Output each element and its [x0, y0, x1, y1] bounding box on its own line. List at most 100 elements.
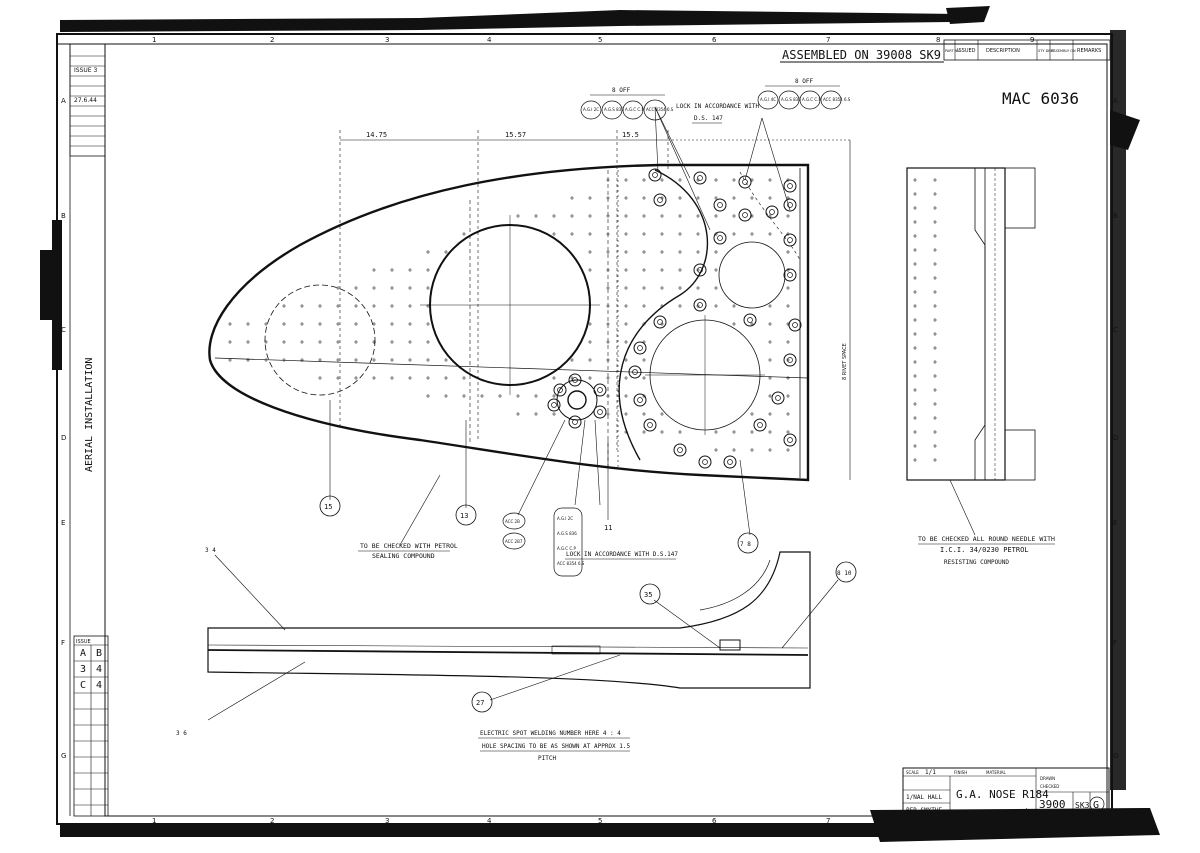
left-note-1: ISSUE 3	[74, 67, 97, 74]
rivet-mark	[678, 232, 682, 236]
rivet-mark	[336, 322, 340, 326]
rivet-mark	[354, 376, 358, 380]
approved-name: 1/NAL HALL	[906, 794, 943, 801]
rivet-mark	[696, 214, 700, 218]
balloon-3-4-label: 3 4	[205, 547, 216, 554]
bolt-item: ACC 8354 6.S	[823, 97, 851, 102]
grid-col-label: 6	[712, 36, 717, 44]
rivet-mark	[246, 322, 250, 326]
rivet-mark	[552, 214, 556, 218]
rivet-mark	[768, 322, 772, 326]
issue-cell: 4	[96, 680, 102, 691]
rivet-mark	[588, 322, 592, 326]
material-label: MATERIAL	[986, 770, 1007, 775]
grid-row-label: D	[1113, 434, 1118, 442]
bolt-hole	[572, 377, 578, 383]
side-rivet	[913, 290, 917, 294]
balloon-7-8	[737, 532, 759, 554]
side-rivet	[933, 360, 937, 364]
bolt-hole	[657, 197, 663, 203]
bolt-head	[771, 391, 785, 405]
rivet-mark	[372, 304, 376, 308]
balloon-3-6-label: 3 6	[176, 730, 187, 737]
bolt-hole	[557, 387, 563, 393]
rivet-mark	[768, 412, 772, 416]
bolt-hole	[717, 202, 723, 208]
bolt-head	[593, 405, 607, 419]
drawing-number-block: 3900	[1039, 798, 1066, 811]
bolt-hole	[757, 422, 763, 428]
rivet-mark	[642, 178, 646, 182]
section-view	[207, 551, 811, 689]
side-rivet	[913, 430, 917, 434]
grid-col-label: 4	[487, 817, 492, 825]
bottom-note-line-2: HOLE SPACING TO BE AS SHOWN AT APPROX 1.…	[482, 743, 630, 750]
bolt-head	[723, 455, 737, 469]
rivet-mark	[678, 430, 682, 434]
side-elevation-view	[906, 167, 1036, 481]
rivet-mark	[408, 322, 412, 326]
rivet-mark	[660, 412, 664, 416]
bolt-hole	[702, 459, 708, 465]
balloon-13	[455, 504, 477, 526]
rivet-mark	[642, 286, 646, 290]
bolt-hole	[637, 397, 643, 403]
balloon-27-label: 27	[476, 699, 484, 707]
bolt-hole	[551, 402, 557, 408]
bottom-note-line-3: PITCH	[538, 755, 556, 762]
issue-cell: A	[80, 648, 86, 659]
rivet-mark	[660, 232, 664, 236]
mid-stack-item: A.G.I 2C	[557, 516, 573, 521]
rivet-mark	[390, 358, 394, 362]
side-rivet-marks	[913, 178, 937, 462]
side-rivet	[913, 304, 917, 308]
rivet-mark	[318, 358, 322, 362]
bolt-head	[643, 418, 657, 432]
rivet-mark	[498, 394, 502, 398]
rivet-mark	[678, 214, 682, 218]
side-rivet	[913, 444, 917, 448]
bolt-head	[738, 208, 752, 222]
bolt-callout-right: 8 OFF A.G.I 4C A.G.S 836 A.G.C C.P ACC 8…	[757, 78, 851, 110]
grid-col-label: 1	[152, 817, 156, 825]
rivet-mark	[408, 304, 412, 308]
bolt-head	[568, 415, 582, 429]
balloon-7-8-label: 7 8	[740, 541, 751, 548]
grid-col-label: 3	[385, 36, 389, 44]
bolt-hole	[572, 419, 578, 425]
rivet-mark	[678, 268, 682, 272]
rivet-mark	[336, 340, 340, 344]
rivet-mark	[336, 286, 340, 290]
side-rivet	[913, 388, 917, 392]
rivet-mark	[588, 358, 592, 362]
mid-left-item: ACC 2B7	[505, 539, 523, 544]
bolt-hole	[657, 319, 663, 325]
left-note-line-1: TO BE CHECKED WITH PETROL	[360, 542, 458, 550]
rivet-mark	[642, 304, 646, 308]
rivet-mark	[372, 358, 376, 362]
bolt-hole	[697, 267, 703, 273]
rivet-mark	[624, 304, 628, 308]
bolt-hole	[697, 302, 703, 308]
balloon-15-label: 15	[324, 503, 332, 511]
rivet-mark	[768, 340, 772, 344]
balloon-11-label: 11	[604, 524, 612, 532]
lock-ref-top: D.S. 147	[694, 115, 723, 122]
rivet-mark	[768, 430, 772, 434]
bolt-head	[653, 193, 667, 207]
rivet-mark	[714, 430, 718, 434]
rivet-mark	[372, 376, 376, 380]
dimension-d2: 15.57	[505, 131, 526, 139]
side-rivet	[913, 276, 917, 280]
rivet-mark	[642, 322, 646, 326]
rivet-mark	[624, 430, 628, 434]
bolt-hole	[597, 409, 603, 415]
rivet-mark	[372, 286, 376, 290]
bolt-hole	[775, 395, 781, 401]
rivet-mark	[300, 304, 304, 308]
grid-col-label: 2	[270, 36, 274, 44]
rivet-mark	[606, 412, 610, 416]
grid-row-label: C	[1113, 326, 1118, 334]
rivet-mark	[678, 304, 682, 308]
